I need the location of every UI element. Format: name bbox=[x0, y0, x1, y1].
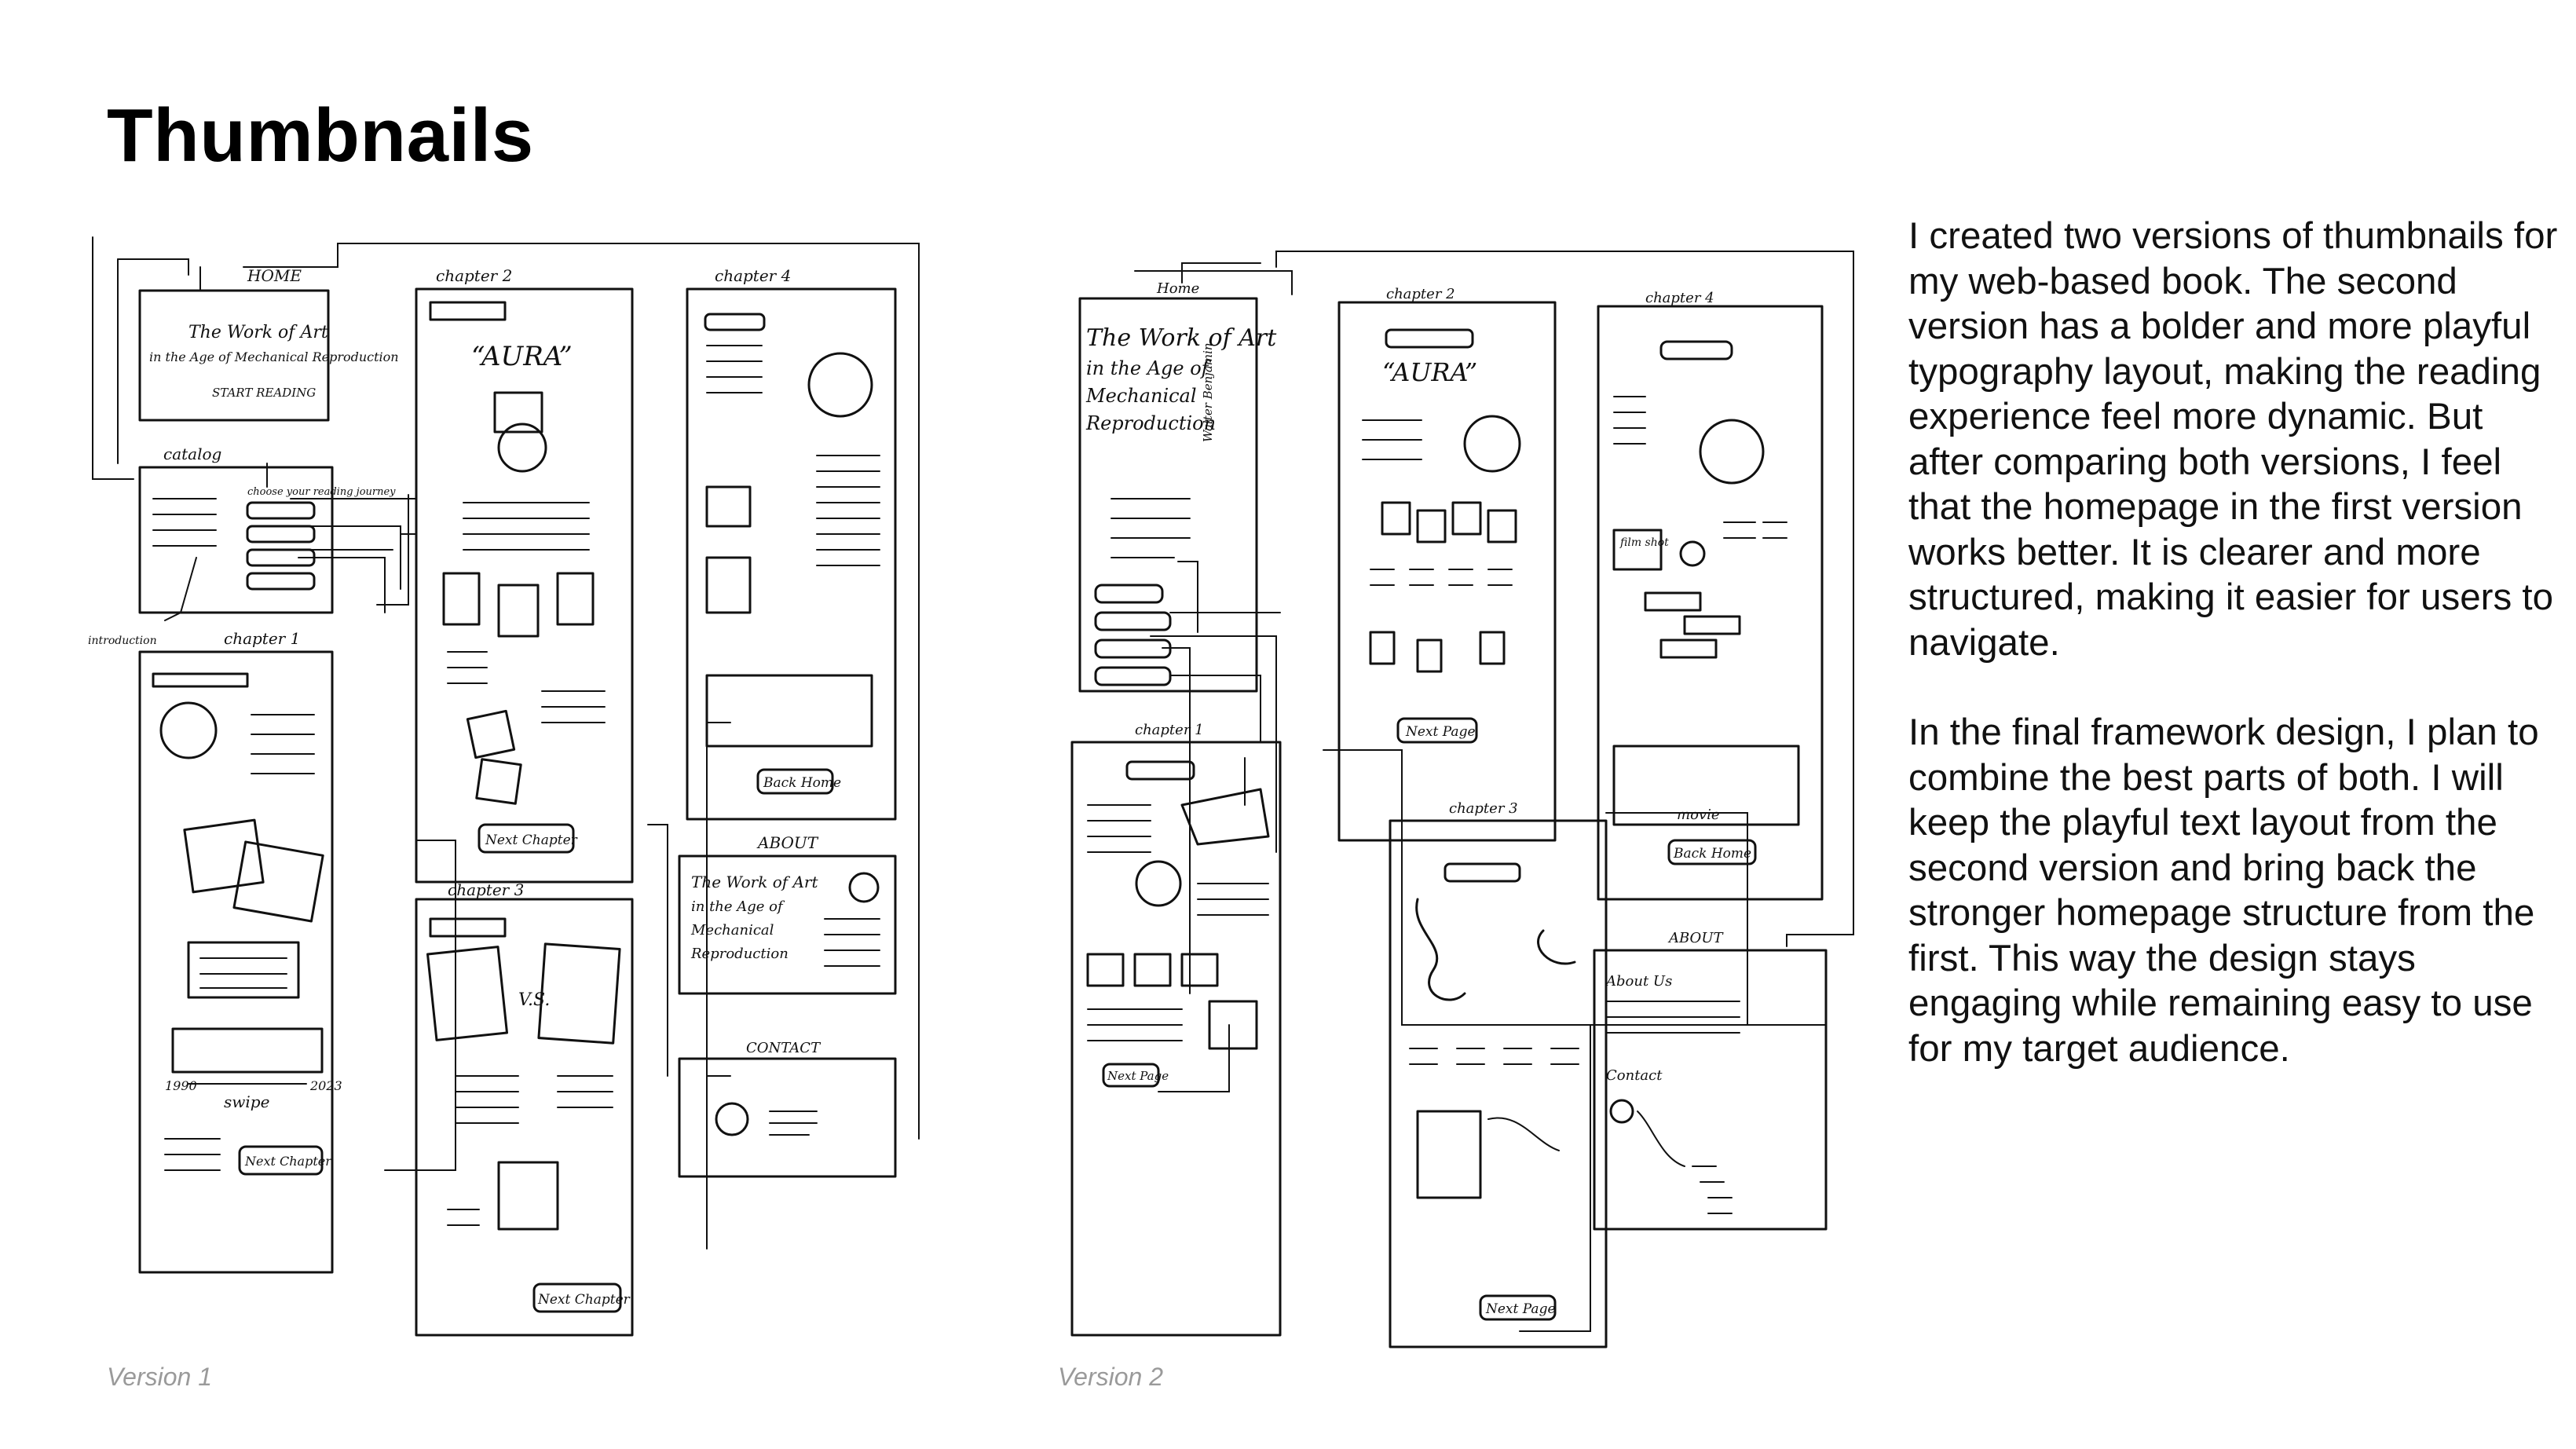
svg-text:Back Home: Back Home bbox=[1673, 846, 1751, 862]
version-2-sketch: Home The Work of Art in the Age of Mecha… bbox=[1041, 240, 1865, 1355]
svg-text:ABOUT: ABOUT bbox=[1667, 930, 1724, 946]
version-2-caption: Version 2 bbox=[1058, 1363, 1163, 1391]
svg-text:The Work of Art: The Work of Art bbox=[1086, 324, 1277, 352]
svg-text:“AURA”: “AURA” bbox=[1382, 357, 1477, 387]
v2-home-frame: The Work of Art in the Age of Mechanical… bbox=[1078, 297, 1277, 693]
svg-text:film shot: film shot bbox=[1619, 536, 1669, 549]
svg-text:V.S.: V.S. bbox=[518, 990, 550, 1010]
svg-text:Walter Benjamin: Walter Benjamin bbox=[1201, 342, 1215, 442]
v2-chapter4-frame: film shot movie Back Home bbox=[1597, 305, 1824, 901]
svg-text:Reproduction: Reproduction bbox=[690, 946, 789, 962]
v2-chapter1-frame: Next Page bbox=[1070, 741, 1282, 1337]
description-text: I created two versions of thumbnails for… bbox=[1908, 214, 2560, 1116]
page-title: Thumbnails bbox=[107, 93, 534, 177]
svg-text:The Work of Art: The Work of Art bbox=[691, 873, 818, 891]
svg-text:Next Chapter: Next Chapter bbox=[244, 1154, 332, 1169]
v1-chapter2-frame: “AURA” Next Chapter bbox=[415, 287, 634, 884]
svg-text:chapter 2: chapter 2 bbox=[436, 266, 512, 285]
svg-text:chapter 3: chapter 3 bbox=[1449, 800, 1518, 817]
v1-chapter1-frame: 1990 2023 swipe Next Chapter bbox=[138, 650, 342, 1274]
v2-chapter2-frame: “AURA” Next Page bbox=[1337, 301, 1557, 842]
v1-about-frame: The Work of Art in the Age of Mechanical… bbox=[678, 854, 897, 995]
version-1-caption: Version 1 bbox=[107, 1363, 212, 1391]
svg-text:chapter 1: chapter 1 bbox=[224, 629, 300, 648]
version-1-sketch: HOME The Work of Art in the Age of Mecha… bbox=[86, 228, 927, 1359]
svg-text:chapter 4: chapter 4 bbox=[1645, 290, 1714, 306]
description-paragraph-2: In the final framework design, I plan to… bbox=[1908, 712, 2539, 1070]
description-paragraph-1: I created two versions of thumbnails for… bbox=[1908, 215, 2558, 664]
svg-text:in the Age of Mechanical Repro: in the Age of Mechanical Reproduction bbox=[149, 349, 399, 364]
svg-text:CONTACT: CONTACT bbox=[746, 1040, 821, 1056]
svg-text:in the Age of: in the Age of bbox=[691, 898, 785, 915]
v2-about-frame: About Us Contact bbox=[1593, 949, 1828, 1231]
svg-text:introduction: introduction bbox=[88, 635, 157, 647]
svg-text:Mechanical: Mechanical bbox=[1085, 385, 1197, 407]
svg-text:in the Age of: in the Age of bbox=[1086, 357, 1212, 379]
svg-text:1990: 1990 bbox=[165, 1078, 197, 1093]
v1-catalog-frame: choose your reading journey bbox=[138, 466, 396, 614]
v2-chapter3-frame: Next Page bbox=[1389, 819, 1608, 1348]
svg-text:chapter 4: chapter 4 bbox=[715, 266, 791, 285]
svg-text:Next Page: Next Page bbox=[1485, 1301, 1556, 1317]
svg-text:Back Home: Back Home bbox=[763, 775, 841, 791]
svg-text:chapter 2: chapter 2 bbox=[1386, 286, 1455, 302]
svg-text:choose your reading journey: choose your reading journey bbox=[247, 486, 396, 498]
svg-text:chapter 3: chapter 3 bbox=[448, 880, 524, 899]
svg-text:2023: 2023 bbox=[309, 1078, 342, 1093]
svg-text:Home: Home bbox=[1156, 280, 1199, 297]
svg-text:Next Chapter: Next Chapter bbox=[537, 1292, 631, 1308]
svg-text:Reproduction: Reproduction bbox=[1085, 412, 1216, 434]
v1-contact-frame bbox=[678, 1057, 897, 1178]
svg-text:ABOUT: ABOUT bbox=[756, 833, 819, 852]
svg-text:START READING: START READING bbox=[212, 386, 316, 400]
svg-text:The Work of Art: The Work of Art bbox=[188, 323, 328, 342]
svg-text:movie: movie bbox=[1677, 807, 1719, 823]
svg-text:About Us: About Us bbox=[1605, 973, 1672, 990]
svg-text:“AURA”: “AURA” bbox=[471, 341, 573, 372]
svg-text:catalog: catalog bbox=[163, 445, 221, 463]
svg-text:Next Page: Next Page bbox=[1107, 1069, 1169, 1083]
v1-home-frame: HOME The Work of Art in the Age of Mecha… bbox=[138, 266, 399, 422]
svg-text:Contact: Contact bbox=[1606, 1067, 1663, 1084]
svg-text:swipe: swipe bbox=[224, 1092, 269, 1111]
v1-chapter4-frame: Back Home bbox=[686, 287, 897, 821]
svg-text:Mechanical: Mechanical bbox=[690, 922, 774, 939]
svg-text:Next Page: Next Page bbox=[1405, 724, 1476, 740]
svg-text:HOME: HOME bbox=[247, 266, 302, 285]
svg-text:Next Chapter: Next Chapter bbox=[485, 832, 578, 848]
v1-chapter3-frame: V.S. Next Chapter bbox=[415, 898, 634, 1337]
svg-text:chapter 1: chapter 1 bbox=[1135, 722, 1204, 738]
